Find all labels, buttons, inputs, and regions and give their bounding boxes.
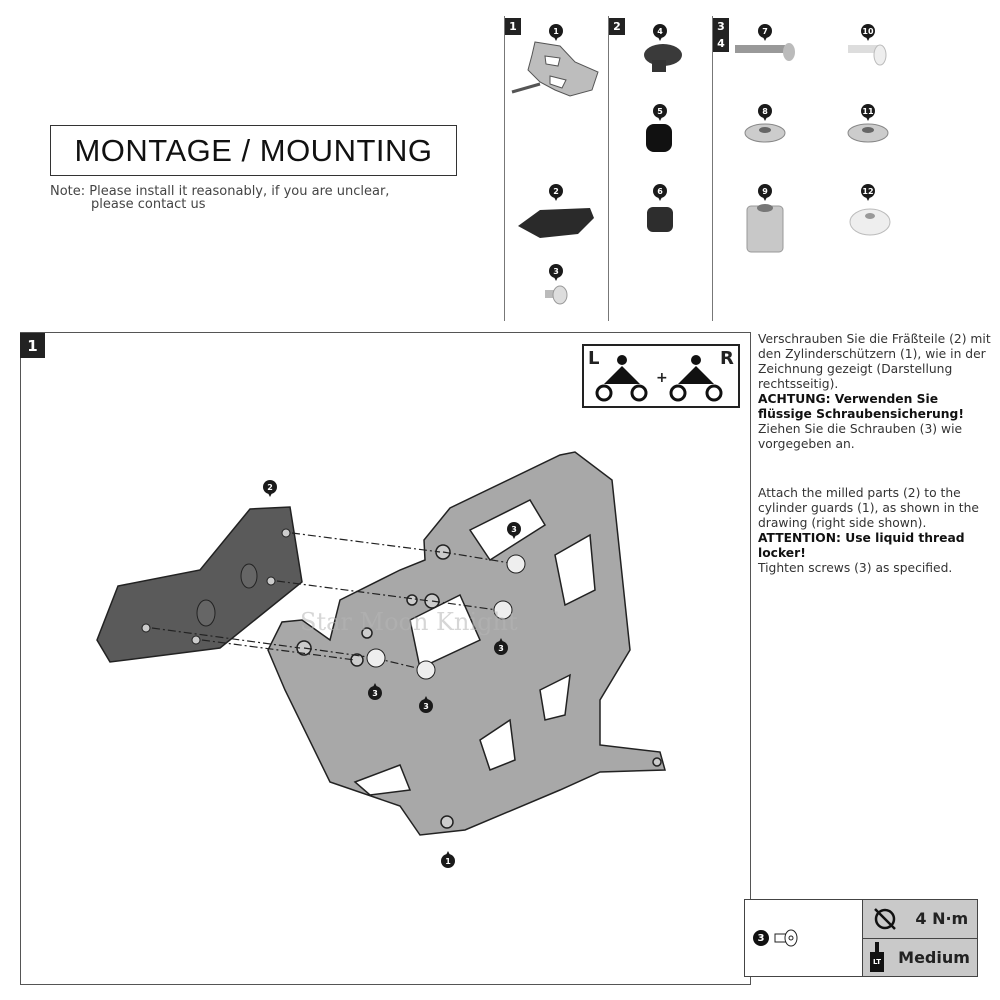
divider (504, 16, 505, 321)
torque-row: 4 N·m (863, 900, 977, 938)
milled-part-drawing (96, 506, 303, 663)
part-callout-11: 11 (861, 104, 875, 122)
callout-milled-part: 2 (263, 480, 277, 498)
motorcycle-icon (595, 355, 723, 402)
part-callout-12: 12 (861, 184, 875, 202)
instructions-text: Verschrauben Sie die Fräßteile (2) mit d… (758, 332, 993, 576)
torque-table: 3 4 N·m LT Medium (744, 899, 978, 977)
group-badge: 1 (505, 18, 521, 35)
rubber-grommet-image (644, 44, 682, 72)
note-line-2: please contact us (91, 197, 206, 212)
callout-cylinder-guard: 1 (441, 850, 455, 868)
part-callout-2: 2 (549, 184, 563, 202)
step-1-panel (20, 332, 751, 985)
callout-screw: 3 (494, 637, 508, 655)
rubber-plug-image (647, 207, 673, 232)
threadlocker-row: LT Medium (863, 937, 977, 976)
group-badge: 4 (713, 35, 729, 52)
warning-en: ATTENTION: Use liquid thread locker! (758, 531, 965, 560)
part-callout-9: 9 (758, 184, 772, 202)
page-title: MONTAGE / MOUNTING (50, 125, 457, 176)
part-callout-5: 5 (653, 104, 667, 122)
part-number-badge: 3 (753, 930, 769, 946)
group-badge: 2 (609, 18, 625, 35)
threadlocker-bottle-icon: LT (870, 942, 885, 973)
warning-de: ACHTUNG: Verwenden Sie flüssige Schraube… (758, 392, 964, 421)
screw-drawings (366, 554, 526, 680)
countersunk-washer-image (847, 123, 889, 143)
washer-image (849, 208, 891, 236)
screw-small-image (545, 285, 568, 305)
part-callout-4: 4 (653, 24, 667, 42)
left-right-side-icon: L + R (582, 344, 740, 408)
long-bolt-image (735, 43, 795, 61)
torque-value: 4 N·m (915, 909, 969, 929)
part-callout-7: 7 (758, 24, 772, 42)
divider (608, 16, 609, 321)
instruction-de: Verschrauben Sie die Fräßteile (2) mit d… (758, 332, 991, 391)
group-badge: 3 (713, 18, 729, 35)
right-label: R (720, 348, 734, 369)
torque-wrench-icon (873, 907, 896, 930)
torque-part-cell: 3 (745, 900, 862, 976)
instruction-de-2: Ziehen Sie die Schrauben (3) wie vorgege… (758, 422, 963, 451)
instruction-en: Attach the milled parts (2) to the cylin… (758, 486, 979, 530)
countersunk-washer-image (744, 123, 786, 143)
callout-screw: 3 (507, 522, 521, 540)
part-callout-1: 1 (549, 24, 563, 42)
rubber-plug-image (646, 124, 672, 152)
short-bolt-image (848, 44, 887, 66)
note-line-1: Note: Please install it reasonably, if y… (50, 184, 390, 199)
cylinder-guard-part-image (511, 41, 599, 97)
install-note: Note: Please install it reasonably, if y… (50, 185, 389, 211)
step-number-badge: 1 (20, 333, 45, 358)
cylinder-guard-drawing (267, 451, 666, 836)
part-callout-8: 8 (758, 104, 772, 122)
milled-part-image (518, 208, 594, 238)
parts-illustrations (511, 41, 891, 305)
plus-label: + (656, 370, 668, 386)
part-callout-6: 6 (653, 184, 667, 202)
part-callout-3: 3 (549, 264, 563, 282)
screw-icon (774, 929, 798, 947)
left-label: L (588, 348, 600, 369)
callout-screw: 3 (419, 695, 433, 713)
assembly-drawing (96, 451, 666, 836)
threadlocker-strength: Medium (898, 947, 970, 967)
divider (712, 16, 713, 321)
callout-screw: 3 (368, 682, 382, 700)
watermark: Star Moon Knight (300, 608, 518, 636)
alignment-lines (151, 532, 511, 671)
spacer-image (746, 204, 784, 253)
part-callout-10: 10 (861, 24, 875, 42)
instruction-en-2: Tighten screws (3) as specified. (758, 561, 953, 575)
